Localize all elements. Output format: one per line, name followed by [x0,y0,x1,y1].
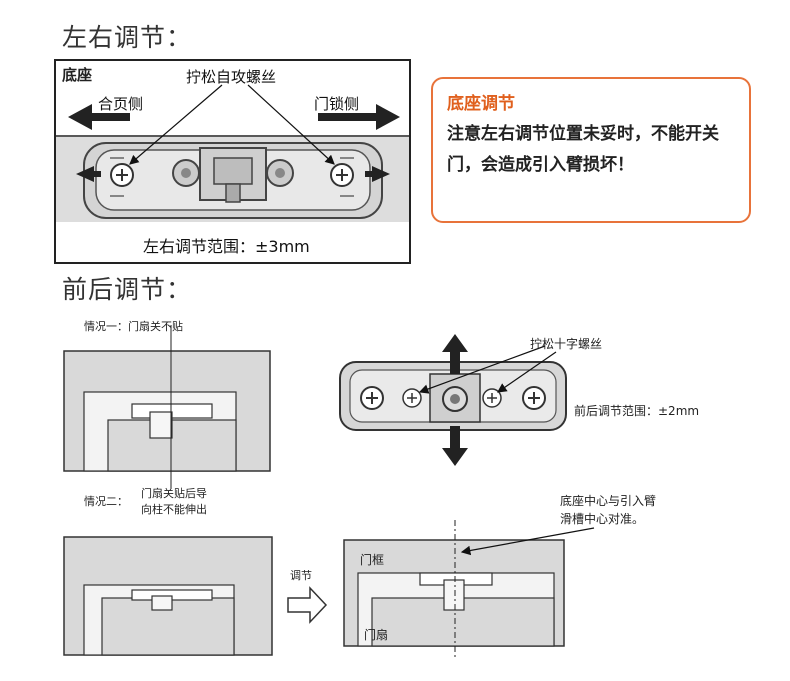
door-frame-label: 门框 [360,553,385,567]
lateral-range-label: 左右调节范围：±3mm [143,237,310,256]
align-label-line2: 滑槽中心对准。 [560,512,645,526]
aligned-diagram [343,520,565,660]
fore-aft-range-label: 前后调节范围：±2mm [574,404,700,418]
self-tapping-screw-label: 拧松自攻螺丝 [186,68,277,86]
warning-callout: 底座调节 注意左右调节位置未妥时，不能开关门，会造成引入臂损坏！ [431,77,751,223]
lateral-adjust-title: 左右调节： [62,23,193,52]
case2-label-line2: 向柱不能伸出 [141,503,207,516]
warning-body: 注意左右调节位置未妥时，不能开关门，会造成引入臂损坏！ [447,124,719,175]
case2-prefix: 情况二： [84,495,128,508]
align-leader [460,527,595,556]
align-label-line1: 底座中心与引入臂 [560,494,657,508]
cross-screw-plate [339,361,567,431]
lateral-small-arrows [76,166,390,182]
case2-label-line1: 门扇关贴后导 [141,487,207,500]
case1-diagram [63,325,271,488]
right-self-tapping-screw [330,163,354,187]
screw-leader-lines [129,84,335,165]
case2-diagram [63,536,273,656]
lock-side-label: 门锁侧 [314,95,360,113]
warning-title: 底座调节 [447,94,515,114]
base-label: 底座 [62,66,93,84]
left-self-tapping-screw [110,163,134,187]
adjust-label: 调节 [290,569,312,582]
door-leaf-label: 门扇 [364,628,389,642]
hinge-side-arrow [68,104,130,130]
lock-side-arrow [318,104,400,130]
cross-screw-label: 拧松十字螺丝 [530,337,603,351]
hinge-side-label: 合页侧 [98,95,144,113]
case1-label: 情况一：门扇关不贴 [84,320,183,333]
adjust-arrow-icon [287,586,328,624]
fore-aft-arrows [442,334,468,466]
cross-screw-leaders [418,345,557,394]
fore-aft-adjust-title: 前后调节： [62,275,193,304]
base-plate [83,142,383,219]
